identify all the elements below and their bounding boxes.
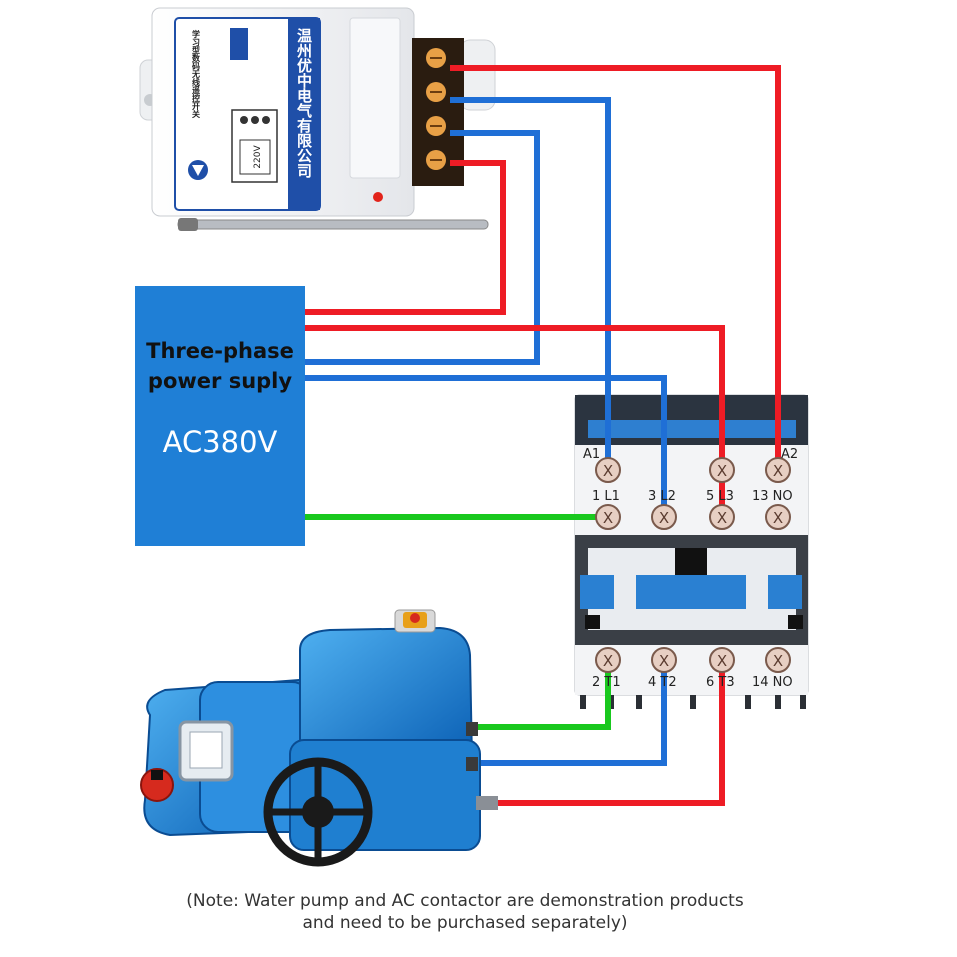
svg-text:X: X xyxy=(603,652,613,670)
label-a2: A2 xyxy=(781,447,798,462)
wire-blue-module-a1 xyxy=(450,97,611,470)
wire-red-module-a2 xyxy=(450,65,781,470)
wire-blue-t2-pump xyxy=(470,660,667,766)
psu-title-line2: power suply xyxy=(147,369,293,393)
svg-text:X: X xyxy=(773,462,783,480)
svg-text:X: X xyxy=(717,462,727,480)
terminal-coil-mid[interactable]: X xyxy=(709,457,735,483)
ac-contactor xyxy=(574,394,809,709)
terminal-a1[interactable]: X xyxy=(595,457,621,483)
wire-blue-psu-l2 xyxy=(305,375,667,517)
svg-text:X: X xyxy=(603,509,613,527)
label-t2: 4 T2 xyxy=(648,675,677,690)
terminal-l1[interactable]: X xyxy=(595,504,621,530)
label-l1: 1 L1 xyxy=(592,489,620,504)
handwheel-icon xyxy=(263,757,373,867)
label-a1: A1 xyxy=(583,447,600,462)
wire-blue-module-psu xyxy=(305,130,540,365)
label-13no: 13 NO xyxy=(752,489,793,504)
svg-text:X: X xyxy=(717,509,727,527)
terminal-l2[interactable]: X xyxy=(651,504,677,530)
terminal-14no[interactable]: X xyxy=(765,647,791,673)
red-knob-icon xyxy=(140,768,174,802)
wire-red-module-psu xyxy=(305,160,506,315)
svg-text:X: X xyxy=(603,462,613,480)
label-14no: 14 NO xyxy=(752,675,793,690)
status-led xyxy=(373,192,383,202)
svg-text:X: X xyxy=(659,509,669,527)
terminal-l3[interactable]: X xyxy=(709,504,735,530)
wires xyxy=(305,65,781,806)
contactor-terminals: X X X X X X X X xyxy=(583,447,798,690)
power-supply-box xyxy=(135,286,305,546)
svg-text:X: X xyxy=(773,509,783,527)
terminal-t3[interactable]: X xyxy=(709,647,735,673)
wire-red-t3-pump xyxy=(480,660,725,806)
label-l2: 3 L2 xyxy=(648,489,676,504)
svg-text:X: X xyxy=(773,652,783,670)
brand-title: 温州优中电气有限公司 xyxy=(295,28,313,179)
product-title: 学习型数码无线遥控开关 xyxy=(191,29,201,119)
wire-red-psu-l3 xyxy=(305,325,725,517)
remote-switch-module: 温州优中电气有限公司 学习型数码无线遥控开关 220V xyxy=(139,7,496,231)
label-t1: 2 T1 xyxy=(592,675,621,690)
psu-title-line1: Three-phase xyxy=(146,339,294,363)
wire-green-t1-pump xyxy=(468,660,611,730)
terminal-t1[interactable]: X xyxy=(595,647,621,673)
label-t3: 6 T3 xyxy=(706,675,735,690)
module-voltage: 220V xyxy=(253,144,263,168)
note-line1: (Note: Water pump and AC contactor are d… xyxy=(186,891,744,911)
antenna xyxy=(177,219,489,230)
electric-actuator xyxy=(140,609,498,867)
svg-text:X: X xyxy=(717,652,727,670)
terminal-t2[interactable]: X xyxy=(651,647,677,673)
psu-voltage: AC380V xyxy=(162,425,278,459)
svg-text:X: X xyxy=(659,652,669,670)
label-l3: 5 L3 xyxy=(706,489,734,504)
terminal-a2[interactable]: X xyxy=(765,457,791,483)
terminal-13no[interactable]: X xyxy=(765,504,791,530)
note-line2: and need to be purchased separately) xyxy=(302,913,628,933)
